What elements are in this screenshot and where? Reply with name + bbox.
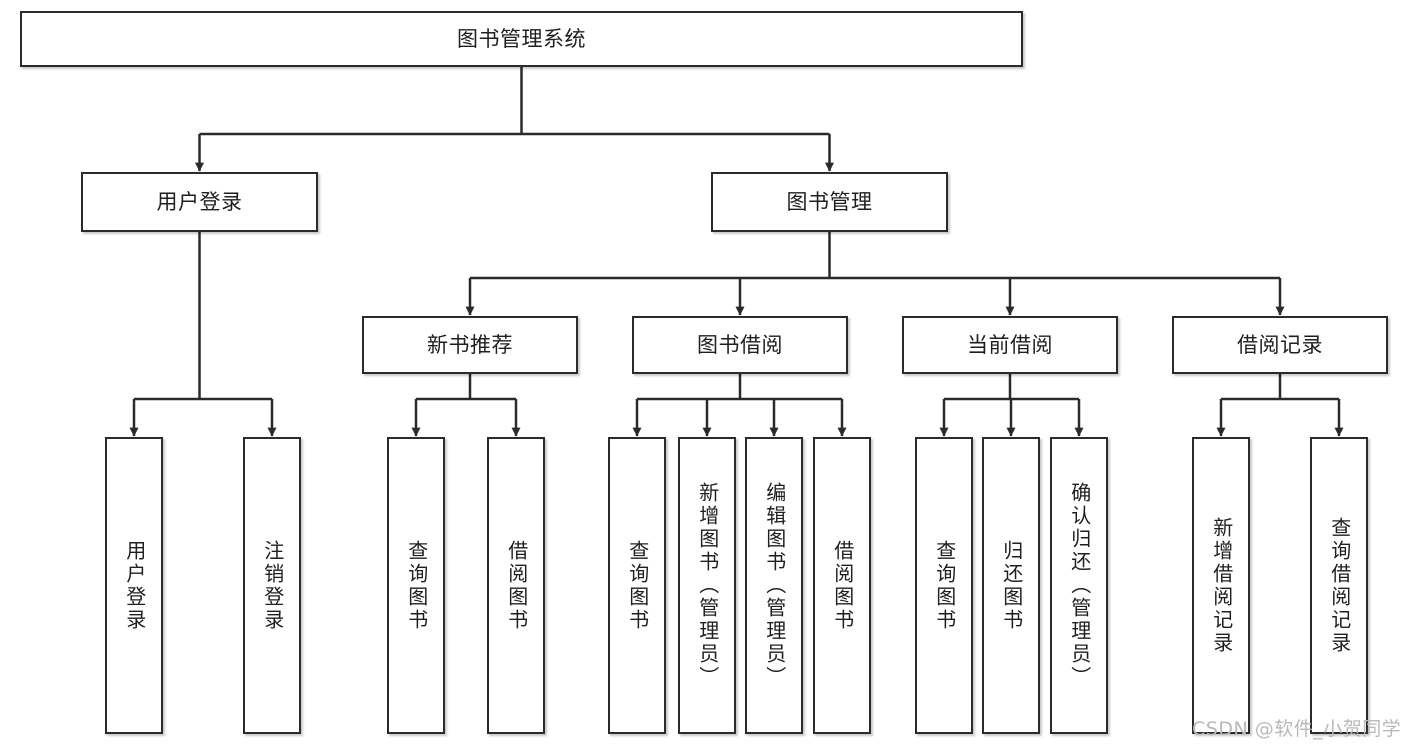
node-book_mgmt[interactable]: 图书管理 [711, 172, 948, 232]
node-label: 图书管理 [786, 189, 873, 214]
node-label: 借阅记录 [1237, 332, 1323, 357]
node-label: 编辑图书（管理员） [762, 482, 787, 689]
node-leaf_q_book_3[interactable]: 查询图书 [915, 437, 973, 734]
node-borrow_record[interactable]: 借阅记录 [1172, 316, 1388, 374]
node-leaf_borrow_1[interactable]: 借阅图书 [487, 437, 545, 734]
node-leaf_add_rec[interactable]: 新增借阅记录 [1192, 437, 1250, 734]
node-book_borrow[interactable]: 图书借阅 [632, 316, 848, 374]
node-leaf_edit_book[interactable]: 编辑图书（管理员） [745, 437, 803, 734]
node-label: 查询图书 [625, 539, 650, 632]
node-leaf_return[interactable]: 归还图书 [982, 437, 1040, 734]
node-leaf_logout[interactable]: 注销登录 [243, 437, 301, 734]
node-leaf_q_rec[interactable]: 查询借阅记录 [1310, 437, 1368, 734]
csdn-watermark: CSDN @软件_小贺同学 [1192, 718, 1402, 740]
node-leaf_q_book_2[interactable]: 查询图书 [608, 437, 666, 734]
node-label: 查询图书 [404, 539, 429, 632]
node-leaf_q_book_1[interactable]: 查询图书 [387, 437, 445, 734]
edge-group [129, 67, 1344, 437]
node-label: 借阅图书 [830, 539, 855, 632]
node-leaf_login[interactable]: 用户登录 [105, 437, 163, 734]
node-label: 注销登录 [260, 539, 285, 632]
node-label: 新增借阅记录 [1209, 516, 1234, 655]
node-label: 新增图书（管理员） [695, 482, 720, 689]
node-label: 当前借阅 [967, 332, 1053, 357]
node-label: 查询图书 [932, 539, 957, 632]
node-label: 用户登录 [122, 539, 147, 632]
node-label: 图书借阅 [697, 332, 783, 357]
node-label: 借阅图书 [504, 539, 529, 632]
node-new_book_rec[interactable]: 新书推荐 [362, 316, 578, 374]
node-leaf_borrow_2[interactable]: 借阅图书 [813, 437, 871, 734]
node-label: 新书推荐 [427, 332, 513, 357]
node-label: 确认归还（管理员） [1067, 482, 1092, 689]
node-root[interactable]: 图书管理系统 [20, 11, 1023, 67]
node-label: 归还图书 [999, 539, 1024, 632]
node-leaf_add_book[interactable]: 新增图书（管理员） [678, 437, 736, 734]
node-label: 用户登录 [156, 189, 243, 214]
node-label: 图书管理系统 [457, 26, 586, 51]
node-label: 查询借阅记录 [1327, 516, 1352, 655]
node-leaf_confirm[interactable]: 确认归还（管理员） [1050, 437, 1108, 734]
node-user_login[interactable]: 用户登录 [81, 172, 318, 232]
node-current_borrow[interactable]: 当前借阅 [902, 316, 1118, 374]
